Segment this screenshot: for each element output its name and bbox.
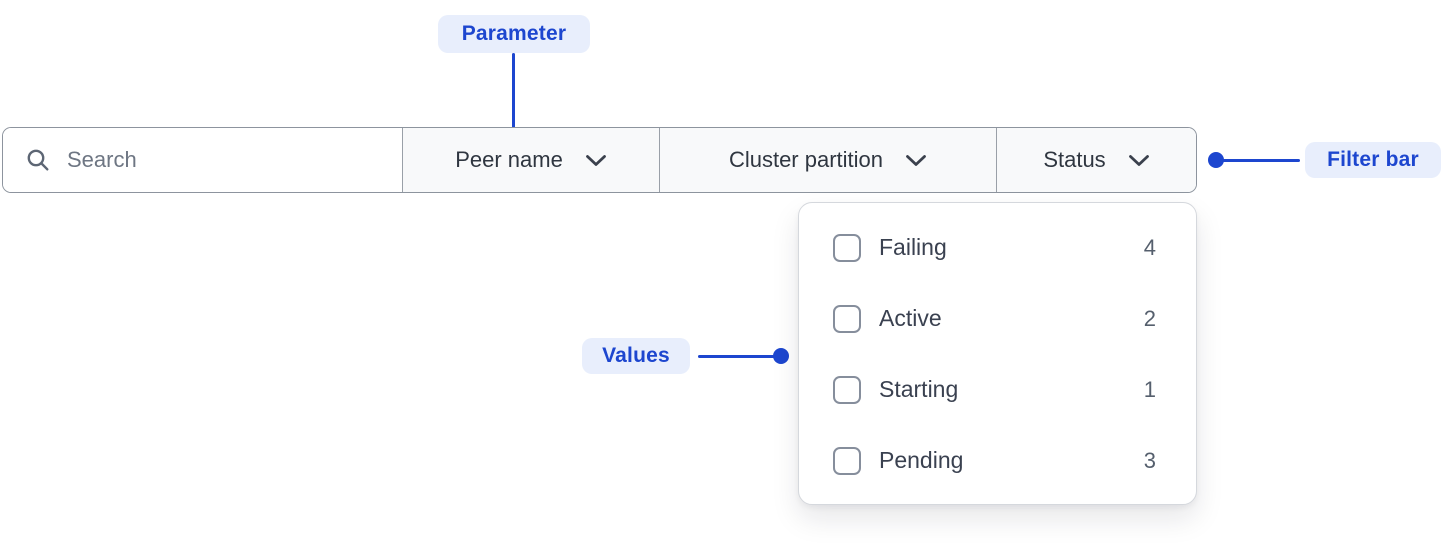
filter-bar-connector-dot xyxy=(1208,152,1224,168)
parameter-annotation-badge: Parameter xyxy=(438,15,590,53)
status-option-count: 4 xyxy=(1143,234,1156,260)
filter-bar: Peer name Cluster partition Status xyxy=(2,127,1197,193)
filter-bar-connector-line xyxy=(1220,158,1300,162)
values-connector-dot xyxy=(773,348,789,364)
status-dropdown-panel: Failing 4 Active 2 Starting 1 Pending 3 xyxy=(798,202,1197,505)
search-icon xyxy=(25,147,51,173)
dropdown-status[interactable]: Status xyxy=(996,128,1196,192)
dropdown-peer-name[interactable]: Peer name xyxy=(402,128,659,192)
values-annotation-badge: Values xyxy=(582,338,690,374)
chevron-down-icon xyxy=(905,154,927,167)
checkbox[interactable] xyxy=(833,375,861,404)
dropdown-cluster-partition[interactable]: Cluster partition xyxy=(659,128,996,192)
status-option-count: 3 xyxy=(1143,447,1156,473)
status-option-failing[interactable]: Failing 4 xyxy=(799,212,1196,283)
dropdown-cluster-partition-label: Cluster partition xyxy=(728,147,884,172)
status-option-active[interactable]: Active 2 xyxy=(799,283,1196,354)
dropdown-peer-name-label: Peer name xyxy=(455,147,563,172)
status-option-label: Pending xyxy=(879,447,964,473)
checkbox[interactable] xyxy=(833,304,861,333)
search-input[interactable] xyxy=(67,147,388,173)
checkbox[interactable] xyxy=(833,446,861,475)
status-option-label: Failing xyxy=(879,234,947,260)
status-option-count: 2 xyxy=(1143,305,1156,331)
chevron-down-icon xyxy=(585,154,607,167)
dropdown-status-label: Status xyxy=(1043,147,1106,172)
values-connector-line xyxy=(698,354,778,358)
status-option-pending[interactable]: Pending 3 xyxy=(799,425,1196,496)
filter-bar-annotation-badge: Filter bar xyxy=(1305,142,1441,178)
status-option-starting[interactable]: Starting 1 xyxy=(799,354,1196,425)
status-option-label: Starting xyxy=(879,376,959,402)
status-option-count: 1 xyxy=(1143,376,1156,402)
parameter-connector-line xyxy=(512,53,515,136)
checkbox[interactable] xyxy=(833,233,861,262)
chevron-down-icon xyxy=(1128,154,1150,167)
search-field[interactable] xyxy=(3,128,402,192)
status-option-label: Active xyxy=(879,305,942,331)
